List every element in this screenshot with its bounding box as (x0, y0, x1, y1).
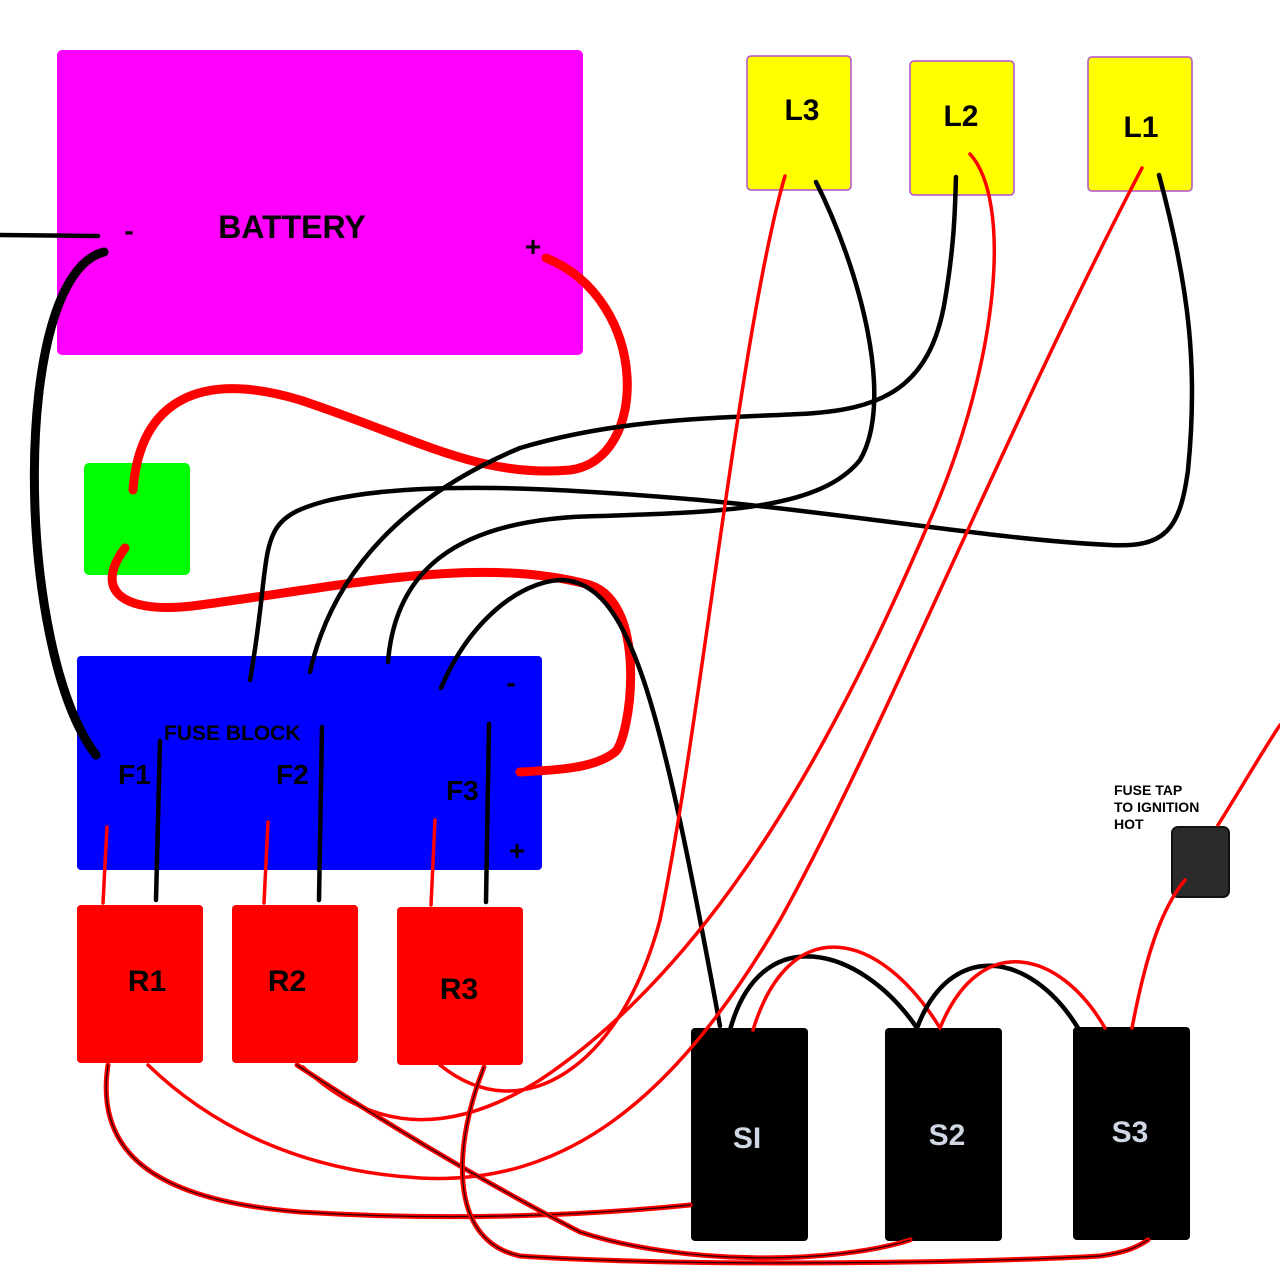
wire-f1-to-r1-black (153, 738, 163, 903)
wires (0, 152, 1280, 1266)
battery-body (57, 50, 583, 355)
wire-r1-to-l1-power (146, 166, 1144, 1181)
wire-fuse-tap-to-ignition (1216, 723, 1280, 827)
wire-f2-to-r2-red (262, 820, 270, 905)
light-l1-label: L1 (1123, 111, 1158, 144)
fuse-tap-label-line1: FUSE TAP (1114, 782, 1182, 798)
switch-s3-label: S3 (1112, 1116, 1149, 1149)
wire-battery-pos-to-breaker (128, 253, 632, 495)
wire-battery-neg-to-fuse-block (29, 247, 109, 760)
wire-s2-s3-red-jumper (938, 960, 1107, 1030)
fuse-block-body (77, 656, 542, 870)
relay-r1 (77, 905, 203, 1063)
wire-s3-to-fuse-tap (1130, 878, 1187, 1030)
wire-fuse-block-to-l2-ground (307, 174, 959, 675)
battery-positive-terminal: + (525, 231, 541, 262)
switches: SI S2 S3 (691, 1027, 1190, 1241)
wire-battery-ground-external (0, 232, 101, 239)
fuse-tap-label-line2: TO IGNITION (1114, 799, 1199, 815)
wire-fuse-block-to-l1-ground (247, 172, 1195, 683)
battery-label: BATTERY (218, 209, 366, 245)
wire-f3-to-r3-red (429, 818, 437, 907)
fuse-block-label: FUSE BLOCK (164, 722, 301, 745)
relay-r3-label: R3 (440, 973, 478, 1006)
fuse-tap-label-line3: HOT (1114, 816, 1144, 832)
fuse-f3-label: F3 (446, 775, 479, 806)
wire-r2-to-l2-power (301, 152, 996, 1122)
wire-fuse-block-to-l3-ground (385, 179, 877, 665)
battery: BATTERY - + (57, 50, 583, 355)
wire-f2-to-r2-black (316, 724, 325, 903)
battery-negative-terminal: - (124, 215, 133, 246)
fuse-f1-label: F1 (118, 759, 151, 790)
light-l3-label: L3 (784, 94, 819, 127)
lights: L3 L2 L1 (746, 55, 1193, 196)
wire-r3-to-s3-trigger-core (461, 1066, 1149, 1264)
relays: R1 R2 R3 (77, 905, 523, 1065)
wire-r2-to-s2-trigger (294, 1062, 913, 1261)
relay-r2 (232, 905, 358, 1063)
switch-s1-label: SI (733, 1122, 761, 1155)
switch-s2 (885, 1028, 1002, 1241)
fuse-block-positive-terminal: + (509, 835, 525, 866)
switch-s1 (691, 1028, 808, 1241)
light-l3 (746, 55, 852, 191)
wire-r2-to-s2-trigger-core (296, 1064, 911, 1259)
wire-f1-to-r1-red (101, 825, 109, 905)
circuit-breaker (84, 463, 190, 575)
wire-r1-to-s1-trigger-core (105, 1064, 691, 1218)
light-l1 (1087, 56, 1193, 192)
switch-s2-label: S2 (929, 1119, 966, 1152)
switch-s3 (1073, 1027, 1190, 1240)
fuse-block-negative-terminal: - (506, 667, 515, 698)
fuse-block: FUSE BLOCK F1 F2 F3 - + (77, 656, 542, 870)
wire-r3-to-l3-power (438, 174, 787, 1093)
wire-s1-s2-red-jumper (751, 945, 942, 1032)
wire-f3-to-r3-black (483, 721, 492, 905)
fuse-tap: FUSE TAP TO IGNITION HOT (1114, 782, 1230, 898)
relay-r3 (397, 907, 523, 1065)
light-l2 (909, 60, 1015, 196)
fuse-f2-label: F2 (276, 759, 309, 790)
relay-r2-label: R2 (268, 965, 306, 998)
wire-breaker-to-fuse-block (107, 543, 636, 777)
wire-r1-to-s1-trigger (103, 1062, 693, 1220)
relay-r1-label: R1 (128, 965, 166, 998)
light-l2-label: L2 (943, 100, 978, 133)
wire-s1-s2-black-jumper (727, 954, 920, 1033)
